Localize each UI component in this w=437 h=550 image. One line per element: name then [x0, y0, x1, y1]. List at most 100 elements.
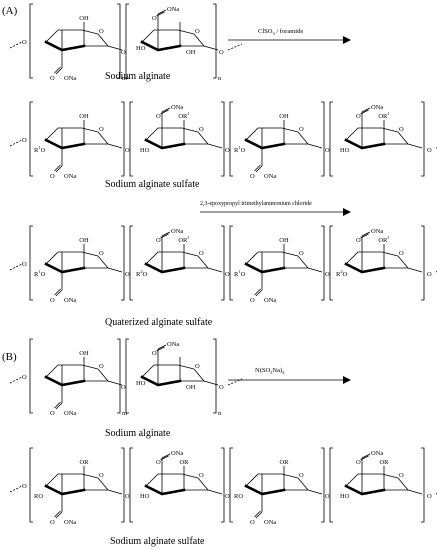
repeat-bracket-right: [421, 225, 425, 301]
ring-oxygen: O: [299, 126, 304, 133]
repeat-bracket-right: [213, 338, 217, 414]
carbonyl-oxygen: O: [50, 75, 55, 82]
hydroxyl-group: HO: [340, 493, 350, 500]
sulfate-group: R1O: [234, 269, 246, 278]
sodium-carboxylate: ONa: [264, 297, 276, 304]
ring-front-bond: [244, 484, 286, 496]
linkage-oxygen: O: [22, 137, 27, 144]
sodium-carboxylate: ONa: [371, 228, 383, 235]
ring-bond: [145, 251, 199, 265]
sodium-alginate-label-b: Sodium alginate: [105, 428, 171, 439]
carbonyl-oxygen: O: [152, 15, 157, 22]
carboxyl-bond: [255, 511, 263, 519]
carboxyl-bond: [54, 401, 61, 409]
sodium-carboxylate: ONa: [64, 297, 76, 304]
hydroxyl-group: OH: [279, 237, 289, 244]
carboxyl-bond: [55, 165, 63, 173]
sulfate-group: OR: [379, 459, 389, 466]
ring-oxygen: O: [299, 472, 304, 479]
ring-front-bond: [244, 262, 286, 274]
linkage-oxygen: O: [22, 39, 27, 46]
linkage-oxygen: O: [22, 261, 27, 268]
ring-bond: [45, 29, 99, 43]
repeat-bracket-left: [29, 225, 33, 301]
repeat-bracket-left: [29, 338, 33, 414]
ring-oxygen: O: [199, 472, 204, 479]
linkage-oxygen: O: [225, 271, 230, 278]
carboxyl-bond: [55, 67, 63, 75]
repeat-bracket-left: [329, 447, 333, 523]
repeat-bracket-left: [29, 447, 33, 523]
repeat-bracket-right: [117, 3, 121, 79]
sodium-carboxylate: ONa: [167, 341, 179, 348]
ring-front-bond: [44, 40, 86, 52]
ring-bond: [45, 251, 99, 265]
repeat-bracket-right: [221, 447, 225, 523]
carboxyl-bond: [160, 455, 169, 461]
carboxyl-bond: [161, 107, 171, 113]
repeat-bracket-left: [29, 3, 33, 79]
sulfate-group: OR1: [378, 111, 389, 120]
sodium-alginate-sulfate-label-b: Sodium alginate sulfate: [110, 536, 205, 547]
linkage-oxygen: O: [325, 271, 330, 278]
carboxyl-bond: [254, 288, 261, 296]
quaternary-group: R2O: [336, 269, 348, 278]
ring-bond: [345, 251, 399, 265]
linkage-oxygen: O: [121, 384, 126, 391]
glycosidic-bond: [407, 143, 423, 149]
repeat-bracket-left: [29, 101, 33, 177]
repeat-subscript: m: [122, 410, 127, 417]
carboxyl-bond: [361, 107, 371, 113]
carbonyl-oxygen: O: [156, 459, 161, 466]
glycosidic-bond: [107, 267, 123, 273]
sulfate-group: RO: [34, 493, 43, 500]
chain-continuation: [227, 43, 243, 51]
hydroxyl-group: OH: [79, 237, 89, 244]
repeat-bracket-right: [221, 225, 225, 301]
carboxyl-bond: [55, 402, 63, 410]
carboxyl-bond: [255, 289, 263, 297]
ring-front-bond: [140, 40, 182, 52]
linkage-oxygen: O: [225, 147, 230, 154]
hydroxyl-group: HO: [140, 147, 150, 154]
ring-bond: [193, 33, 205, 47]
glycosidic-bond: [307, 489, 323, 495]
ring-bond: [245, 127, 299, 141]
sulfate-group: R1O: [34, 269, 46, 278]
ring-bond: [297, 131, 309, 145]
ring-bond: [97, 131, 109, 145]
quaterized-alginate-label: Quaterized alginate sulfate: [105, 317, 213, 328]
repeat-bracket-left: [229, 225, 233, 301]
sodium-alginate-sulfate-label-a: Sodium alginate sulfate: [105, 179, 200, 190]
repeat-bracket-left: [329, 101, 333, 177]
reagent-chlorosulfonic: ClSO: [258, 28, 273, 35]
glycosidic-bond: [207, 489, 223, 495]
carboxyl-bond: [361, 231, 371, 237]
carboxyl-bond: [55, 511, 63, 519]
sodium-carboxylate: ONa: [171, 104, 183, 111]
ring-bond: [297, 255, 309, 269]
ring-oxygen: O: [99, 126, 104, 133]
linkage-oxygen: O: [125, 271, 130, 278]
linkage-oxygen: O: [219, 384, 224, 391]
carboxyl-bond: [360, 109, 369, 115]
glycosidic-bond: [107, 489, 123, 495]
ring-oxygen: O: [99, 363, 104, 370]
ring-front-bond: [144, 262, 186, 274]
ring-front-bond: [244, 138, 286, 150]
carboxyl-bond: [157, 344, 167, 350]
glycosidic-bond: [407, 267, 423, 273]
ring-bond: [245, 473, 299, 487]
ring-oxygen: O: [299, 250, 304, 257]
glycosidic-bond: [307, 267, 323, 273]
